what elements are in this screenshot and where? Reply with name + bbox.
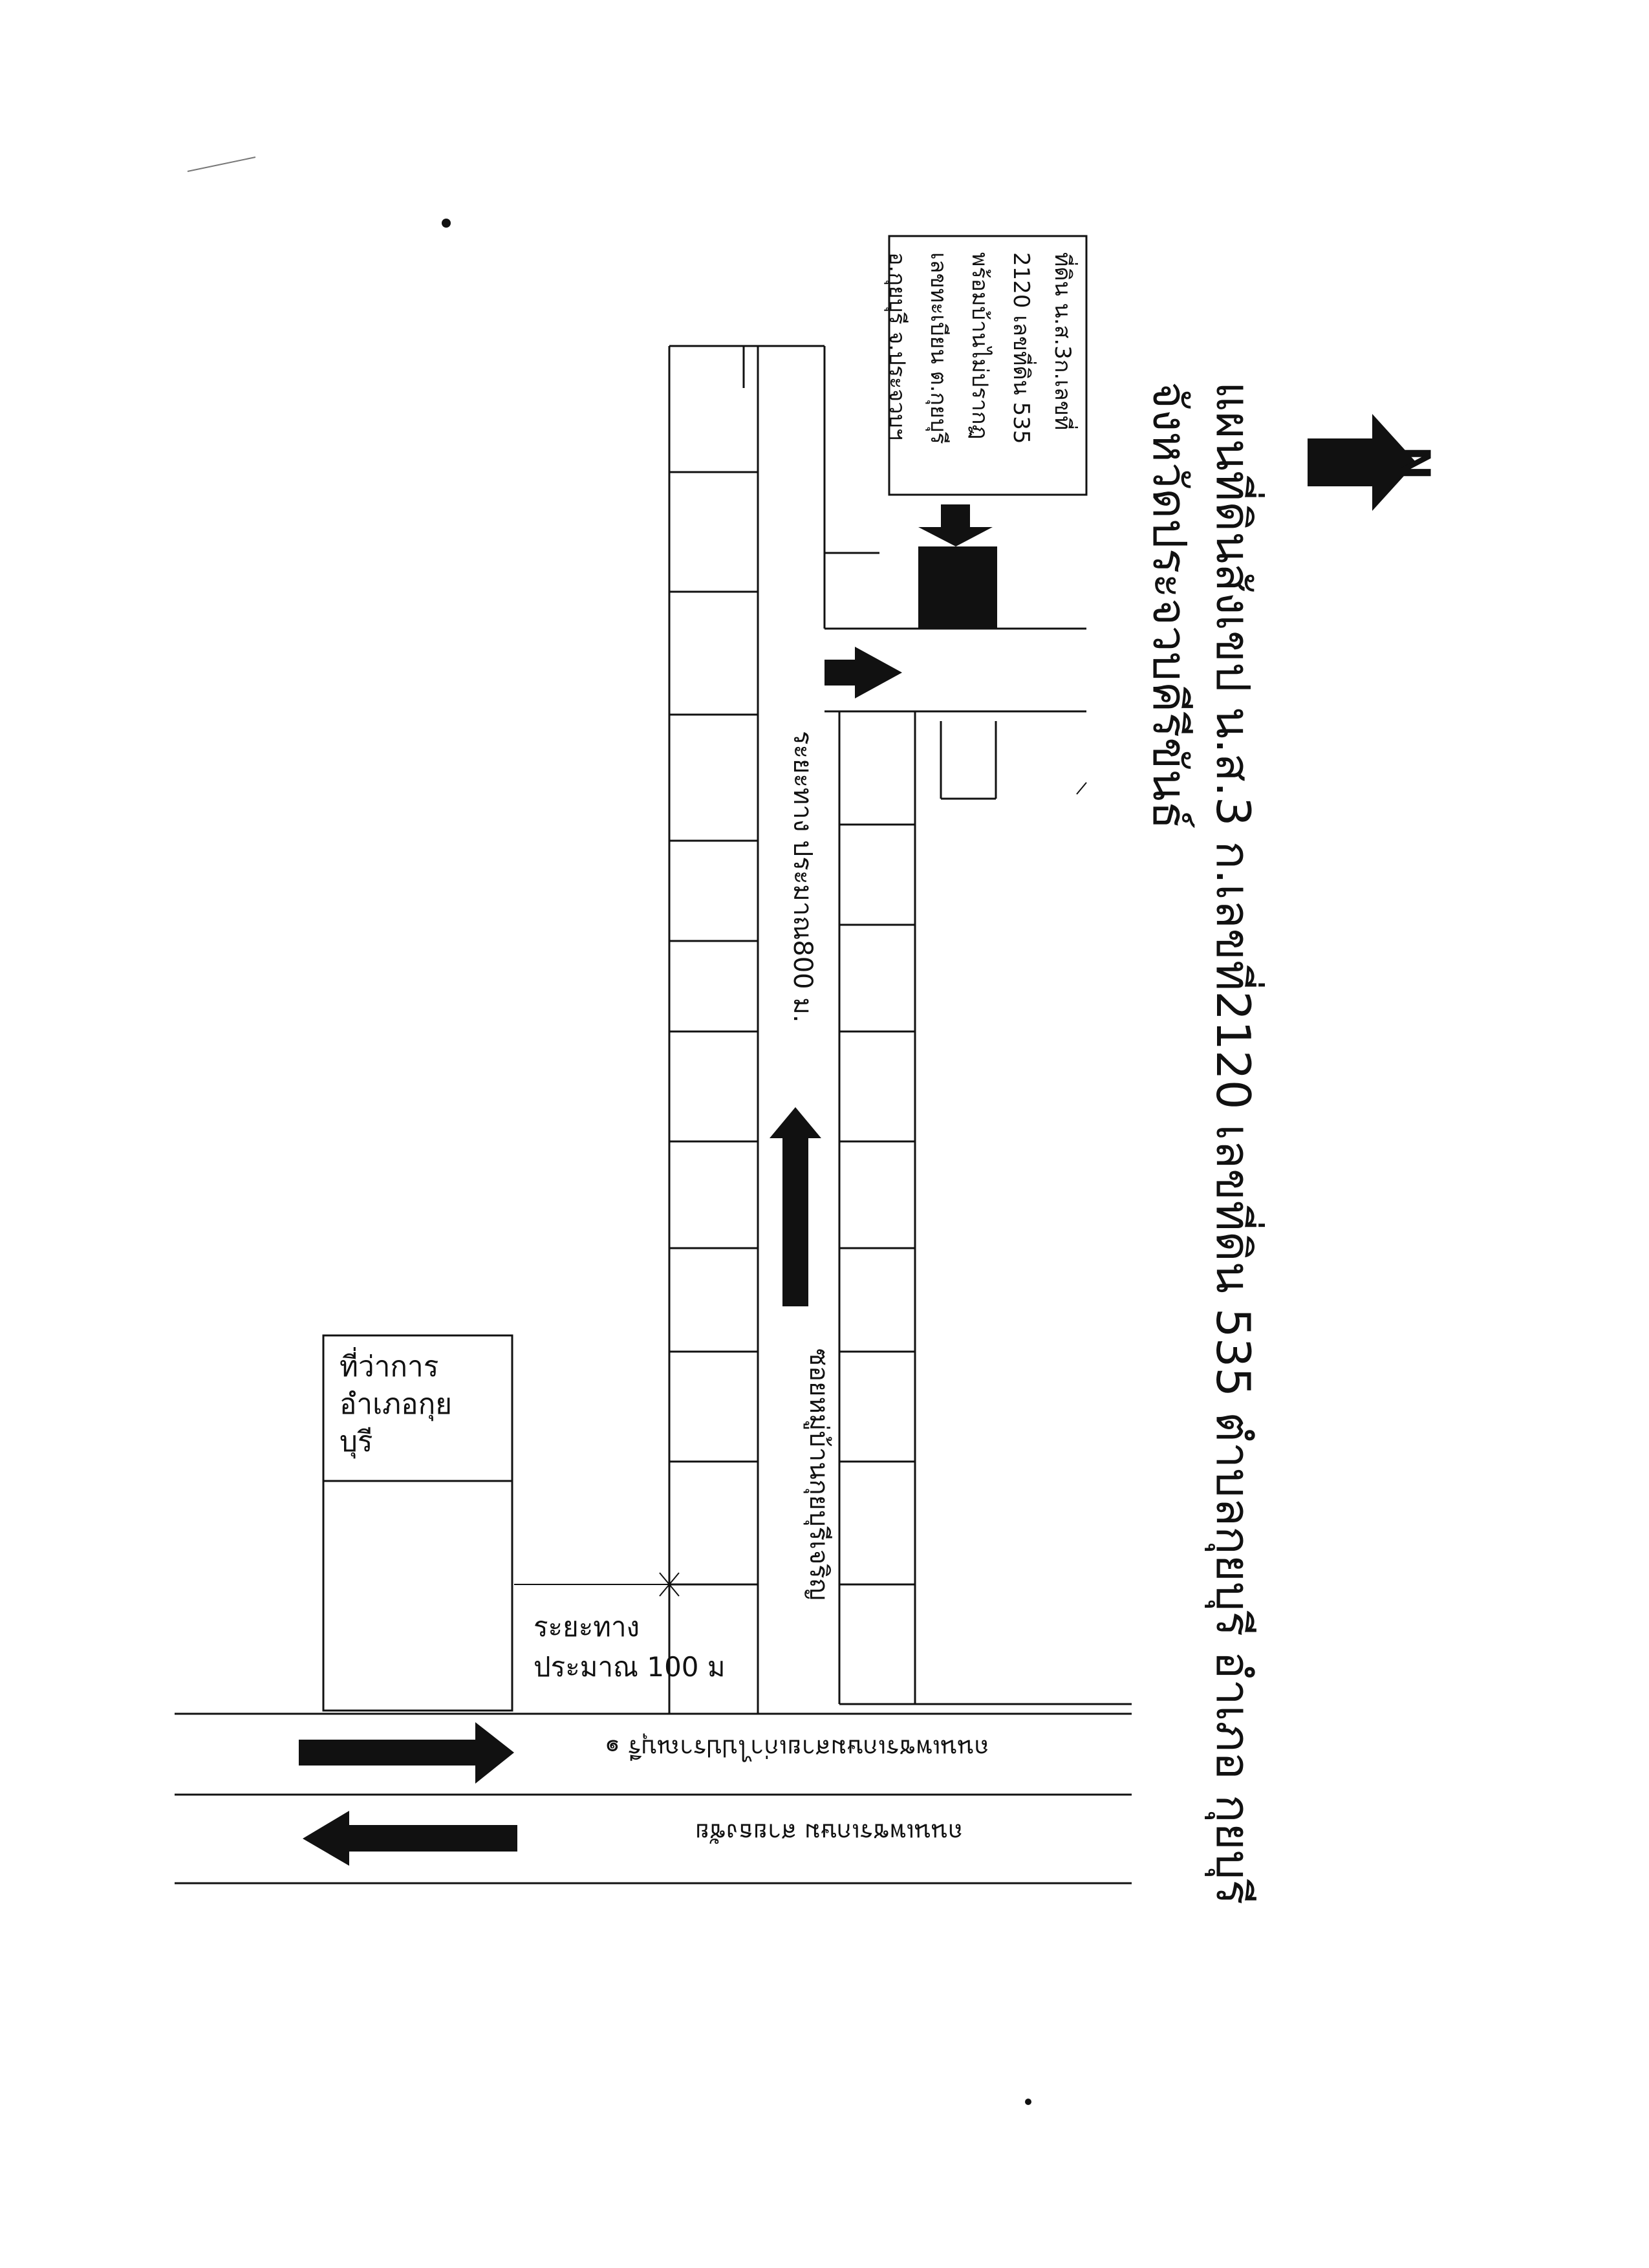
district-office-label: ที่ว่าการ อำเภอกุย บุรี [339,1348,452,1461]
arrow-up-alley [770,1107,821,1306]
arrow-highway-east [299,1722,514,1784]
highway-label-2: ถนนเพชรเกษม สายธงชัย [695,1818,963,1847]
arrow-into-lane [824,647,902,698]
alley-name-label: ซอยหมู่บ้านกุยบุรีเจริญ [804,1348,834,1601]
right-strip-dividers [839,823,915,1586]
district-office-line-1: ที่ว่าการ [339,1350,439,1383]
district-office-line-2: อำเภอกุย [339,1388,453,1421]
parcel-note-box [888,235,1088,496]
map-title-line-1: แผนที่ดินสังเขป น.ส.3 ก.เลขที่2120 เลขที… [1206,382,1260,1905]
left-strip-dividers [669,471,758,1586]
parcel-note-line-5: อ.กุยบุรี จ.ประจวบฯ [884,252,910,440]
house-marker [918,546,997,629]
parcel-note-line-2: 2120 เลขที่ดิน 535 [1008,252,1034,444]
north-label: N [1392,446,1439,480]
arrow-highway-west [303,1811,517,1866]
district-office-box [322,1334,513,1712]
north-arrow-icon [1308,414,1416,511]
map-title-line-2: จังหวัดประจวบคีรีขันธ์ [1143,382,1197,830]
highway-label-1: ถนนเพชรเกษมสายเก่าไปปราณบุรี ๑ [605,1734,989,1763]
distance-800-label: ระยะทาง ประมาณ800 ม. [788,731,817,1023]
district-office-line-3: บุรี [339,1425,373,1458]
parcel-note-line-3: พร้อมบ้านไม่ปรากฏ [967,252,993,440]
distance-100-label: ระยะทาง ประมาณ 100 ม [534,1607,726,1687]
parcel-note-line-4: เลขทะเบียน ต.กุยบุรี [925,252,951,444]
parcel-note: ที่ดิน น.ส.3ก.เลขที่ 2120 เลขที่ดิน 535 … [876,252,1083,444]
distance-100-line-2: ประมาณ 100 ม [534,1651,726,1683]
parcel-note-line-1: ที่ดิน น.ส.3ก.เลขที่ [1050,252,1075,431]
distance-100-line-1: ระยะทาง [534,1611,640,1643]
arrow-to-house [918,504,993,546]
